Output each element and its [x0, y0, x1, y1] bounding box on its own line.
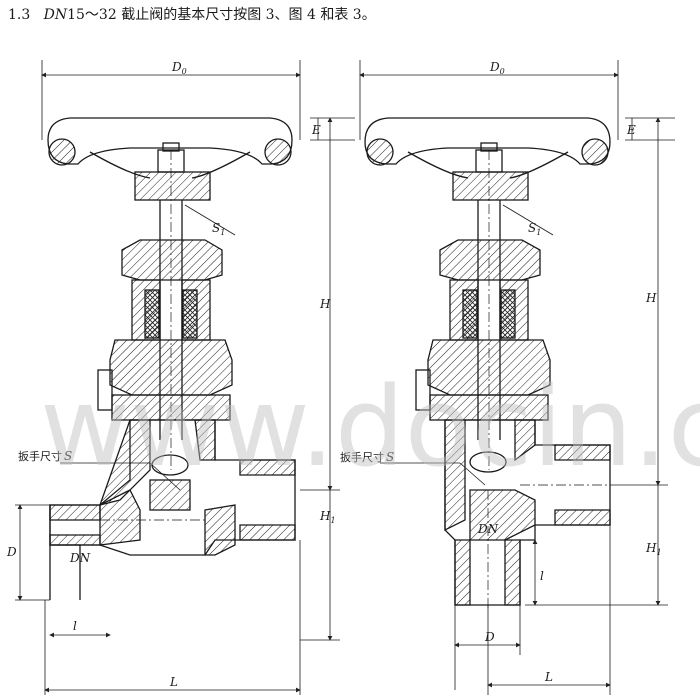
- dn-label-left: DN: [69, 551, 91, 565]
- e-label-left: E: [311, 123, 321, 137]
- d-label-right: D: [484, 630, 495, 644]
- handwheel-right: [364, 117, 611, 201]
- body-right: [444, 419, 611, 610]
- h-label-right: H: [645, 291, 657, 305]
- handwheel-left: [47, 117, 293, 201]
- dimensions-left: [15, 60, 355, 695]
- d-label-left: D: [6, 545, 17, 559]
- dn-label: DN: [43, 7, 68, 23]
- l-small-label-left: l: [73, 619, 77, 633]
- dimensions-right: [359, 60, 675, 695]
- e-label-right: E: [626, 123, 636, 137]
- l-big-label-right: L: [544, 670, 553, 684]
- section-number: 1.3: [8, 7, 31, 23]
- watermark: www.docin.com: [40, 363, 700, 491]
- s1-label-left: S1: [212, 221, 225, 237]
- dn-label-right: DN: [477, 522, 499, 536]
- d0-label-right: D0: [489, 60, 505, 76]
- bonnet-left: [97, 239, 233, 421]
- figure-heading: 1.3 DN15～32 截止阀的基本尺寸按图 3、图 4 和表 3。: [8, 4, 376, 24]
- figure-left: [15, 60, 355, 695]
- figure-right: [359, 60, 675, 695]
- body-left: [49, 419, 296, 600]
- d0-label-left: D0: [171, 60, 187, 76]
- s1-label-right: S1: [528, 221, 541, 237]
- l-small-label-right: l: [540, 569, 544, 583]
- h1-label-right: H1: [645, 541, 662, 557]
- h1-label-left: H1: [319, 509, 336, 525]
- heading-text: 15～32 截止阀的基本尺寸按图 3、图 4 和表 3。: [67, 7, 376, 23]
- l-big-label-left: L: [169, 675, 178, 689]
- h-label-left: H: [319, 297, 331, 311]
